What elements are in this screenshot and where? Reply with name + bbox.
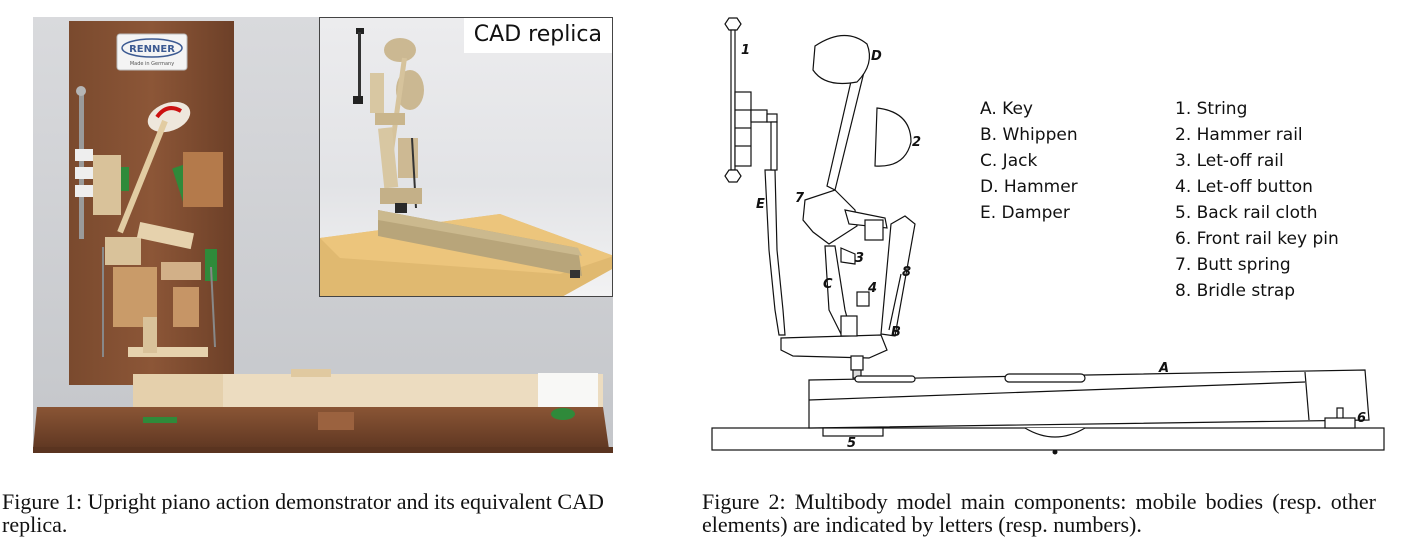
figure-1-photo: RENNER Made in Germany xyxy=(33,17,613,453)
inset-label: CAD replica xyxy=(463,18,612,53)
legend-item: C. Jack xyxy=(980,151,1038,171)
legend-item: 2. Hammer rail xyxy=(1175,125,1303,145)
label-4: 4 xyxy=(867,281,877,296)
label-6: 6 xyxy=(1357,411,1366,426)
caption-prefix: Figure 2: xyxy=(702,489,786,514)
string-top-nut xyxy=(724,17,742,31)
legend-item: 8. Bridle strap xyxy=(1175,281,1296,301)
legend-item: D. Hammer xyxy=(980,177,1078,197)
legend-item: 6. Front rail key pin xyxy=(1175,229,1339,249)
figure-1-caption: Figure 1: Upright piano action demonstra… xyxy=(2,490,662,536)
logo-text: RENNER xyxy=(129,44,175,55)
label-D: D xyxy=(871,49,882,64)
multibody-schematic: 1 2 3 4 5 6 7 8 A B C D E xyxy=(711,17,1385,455)
label-2: 2 xyxy=(912,135,921,150)
label-8: 8 xyxy=(902,265,911,280)
label-5: 5 xyxy=(847,436,856,451)
legend-item: 4. Let-off button xyxy=(1175,177,1313,197)
elements-legend: 1. String 2. Hammer rail 3. Let-off rail… xyxy=(1175,96,1339,304)
bodies-legend: A. Key B. Whippen C. Jack D. Hammer E. D… xyxy=(980,96,1078,226)
legend-item: B. Whippen xyxy=(980,125,1078,145)
figure-2-caption: Figure 2: Multibody model main component… xyxy=(702,490,1376,536)
label-1: 1 xyxy=(741,43,750,58)
caption-text: Upright piano action demonstrator and it… xyxy=(2,489,604,537)
legend-item: E. Damper xyxy=(980,203,1070,223)
logo-subtext: Made in Germany xyxy=(130,61,174,67)
legend-item: 3. Let-off rail xyxy=(1175,151,1284,171)
label-B: B xyxy=(891,325,901,340)
legend-item: 7. Butt spring xyxy=(1175,255,1291,275)
legend-item: 5. Back rail cloth xyxy=(1175,203,1318,223)
caption-prefix: Figure 1: xyxy=(2,489,83,514)
caption-text: Multibody model main components: mobile … xyxy=(702,489,1376,537)
label-7: 7 xyxy=(795,191,805,206)
figure-2-diagram: 1 2 3 4 5 6 7 8 A B C D E A. Key B. Whip… xyxy=(705,10,1395,460)
cad-replica-inset: CAD replica xyxy=(319,17,613,297)
cad-replica-render xyxy=(320,28,612,296)
legend-item: A. Key xyxy=(980,99,1033,119)
legend-item: 1. String xyxy=(1175,99,1248,119)
renner-logo: RENNER Made in Germany xyxy=(116,33,188,71)
label-A: A xyxy=(1158,361,1169,376)
label-C: C xyxy=(823,277,833,292)
label-3: 3 xyxy=(855,251,864,266)
label-E: E xyxy=(756,197,765,212)
